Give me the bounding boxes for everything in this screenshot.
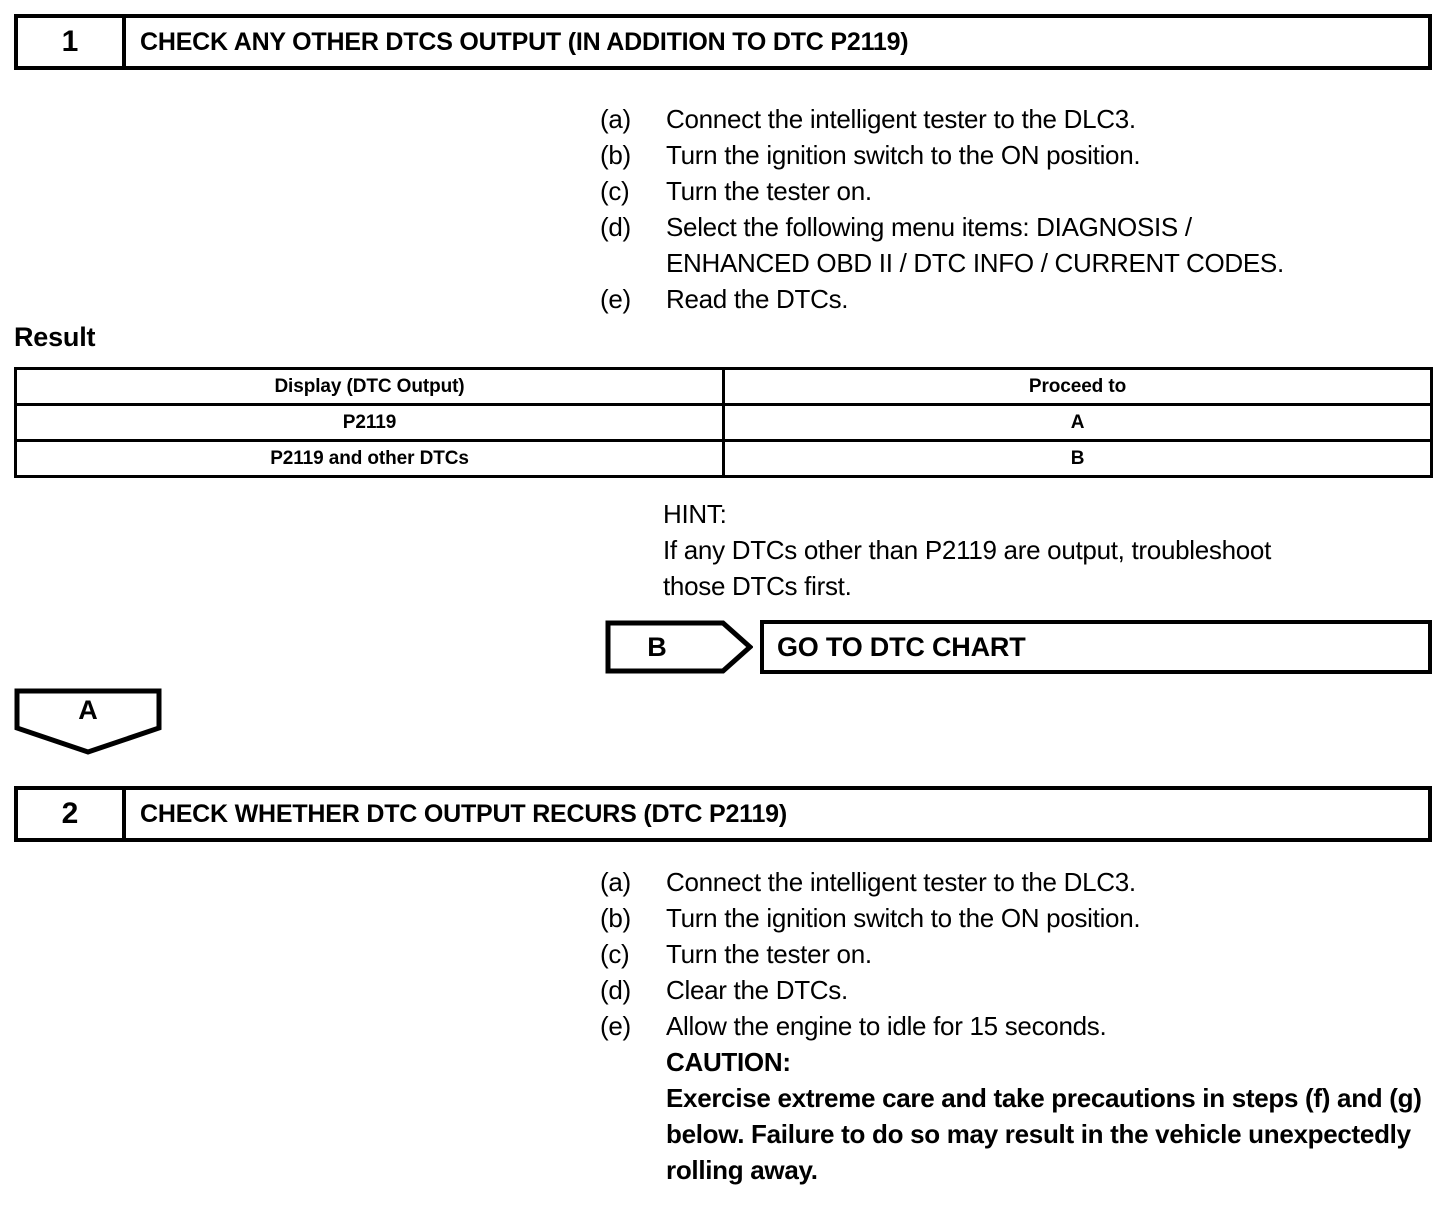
pentagon-down-icon: [14, 688, 162, 755]
step-1-title: CHECK ANY OTHER DTCS OUTPUT (IN ADDITION…: [140, 27, 909, 56]
procedure-item: (a) Connect the intelligent tester to th…: [600, 101, 1450, 137]
connector-b-label: B: [647, 631, 667, 662]
procedure-item: (b) Turn the ignition switch to the ON p…: [600, 900, 1450, 936]
step-2-procedure-list: (a) Connect the intelligent tester to th…: [600, 864, 1450, 1188]
action-go-to-dtc-chart[interactable]: GO TO DTC CHART: [760, 620, 1432, 674]
procedure-label: (a): [600, 867, 631, 897]
procedure-label: (a): [600, 104, 631, 134]
step-2-header: 2 CHECK WHETHER DTC OUTPUT RECURS (DTC P…: [14, 786, 1432, 842]
step-2-number: 2: [18, 790, 126, 838]
connector-b: B: [605, 620, 753, 674]
cell-proceed-to: A: [722, 403, 1433, 442]
step-2-title: CHECK WHETHER DTC OUTPUT RECURS (DTC P21…: [140, 799, 788, 828]
table-row: P2119 A: [14, 403, 1433, 442]
caution-block: CAUTION: Exercise extreme care and take …: [666, 1044, 1450, 1188]
procedure-text: Connect the intelligent tester to the DL…: [666, 867, 1136, 897]
hint-line-2: those DTCs first.: [663, 571, 852, 601]
procedure-item: (d) Select the following menu items: DIA…: [600, 209, 1450, 281]
table-header-row: Display (DTC Output) Proceed to: [14, 367, 1433, 406]
hint-block: HINT: If any DTCs other than P2119 are o…: [663, 496, 1453, 604]
step-1-procedure-list: (a) Connect the intelligent tester to th…: [600, 101, 1450, 317]
procedure-text: Read the DTCs.: [666, 284, 849, 314]
procedure-text-line-1: Select the following menu items: DIAGNOS…: [666, 212, 1192, 242]
procedure-item: (d) Clear the DTCs.: [600, 972, 1450, 1008]
connector-a-label: A: [78, 694, 98, 725]
procedure-text: Turn the ignition switch to the ON posit…: [666, 903, 1141, 933]
procedure-item: (c) Turn the tester on.: [600, 173, 1450, 209]
cell-proceed-to: B: [722, 439, 1433, 478]
table-row: P2119 and other DTCs B: [14, 439, 1433, 478]
hint-heading: HINT:: [663, 499, 727, 529]
pentagon-right-icon: [605, 620, 753, 674]
procedure-text: Select the following menu items: DIAGNOS…: [666, 209, 1450, 281]
connector-a: A: [14, 688, 162, 756]
result-label: Result: [14, 322, 96, 352]
procedure-label: (b): [600, 903, 631, 933]
caution-body: Exercise extreme care and take precautio…: [666, 1083, 1422, 1185]
procedure-item: (c) Turn the tester on.: [600, 936, 1450, 972]
action-label: GO TO DTC CHART: [777, 631, 1026, 662]
procedure-text: Connect the intelligent tester to the DL…: [666, 104, 1136, 134]
procedure-label: (c): [600, 939, 630, 969]
cell-display: P2119: [14, 403, 725, 442]
procedure-label: (b): [600, 140, 631, 170]
procedure-item: (b) Turn the ignition switch to the ON p…: [600, 137, 1450, 173]
cell-display: P2119 and other DTCs: [14, 439, 725, 478]
caution-heading: CAUTION:: [666, 1047, 791, 1077]
hint-line-1: If any DTCs other than P2119 are output,…: [663, 535, 1271, 565]
procedure-text: Turn the tester on.: [666, 939, 872, 969]
procedure-text: Turn the tester on.: [666, 176, 872, 206]
procedure-text: Clear the DTCs.: [666, 975, 848, 1005]
step-1-header: 1 CHECK ANY OTHER DTCS OUTPUT (IN ADDITI…: [14, 14, 1432, 70]
procedure-item: (e) Read the DTCs.: [600, 281, 1450, 317]
procedure-label: (e): [600, 284, 631, 314]
procedure-label: (d): [600, 975, 631, 1005]
procedure-label: (e): [600, 1011, 631, 1041]
column-header-display: Display (DTC Output): [14, 367, 725, 406]
procedure-text: Allow the engine to idle for 15 seconds.: [666, 1011, 1107, 1041]
procedure-text-line-2: ENHANCED OBD II / DTC INFO / CURRENT COD…: [666, 248, 1284, 278]
procedure-item: (e) Allow the engine to idle for 15 seco…: [600, 1008, 1450, 1044]
step-1-number: 1: [18, 18, 126, 66]
procedure-item: (a) Connect the intelligent tester to th…: [600, 864, 1450, 900]
procedure-label: (c): [600, 176, 630, 206]
column-header-proceed-to: Proceed to: [722, 367, 1433, 406]
procedure-label: (d): [600, 212, 631, 242]
procedure-text: Turn the ignition switch to the ON posit…: [666, 140, 1141, 170]
result-table: Display (DTC Output) Proceed to P2119 A …: [14, 367, 1433, 478]
